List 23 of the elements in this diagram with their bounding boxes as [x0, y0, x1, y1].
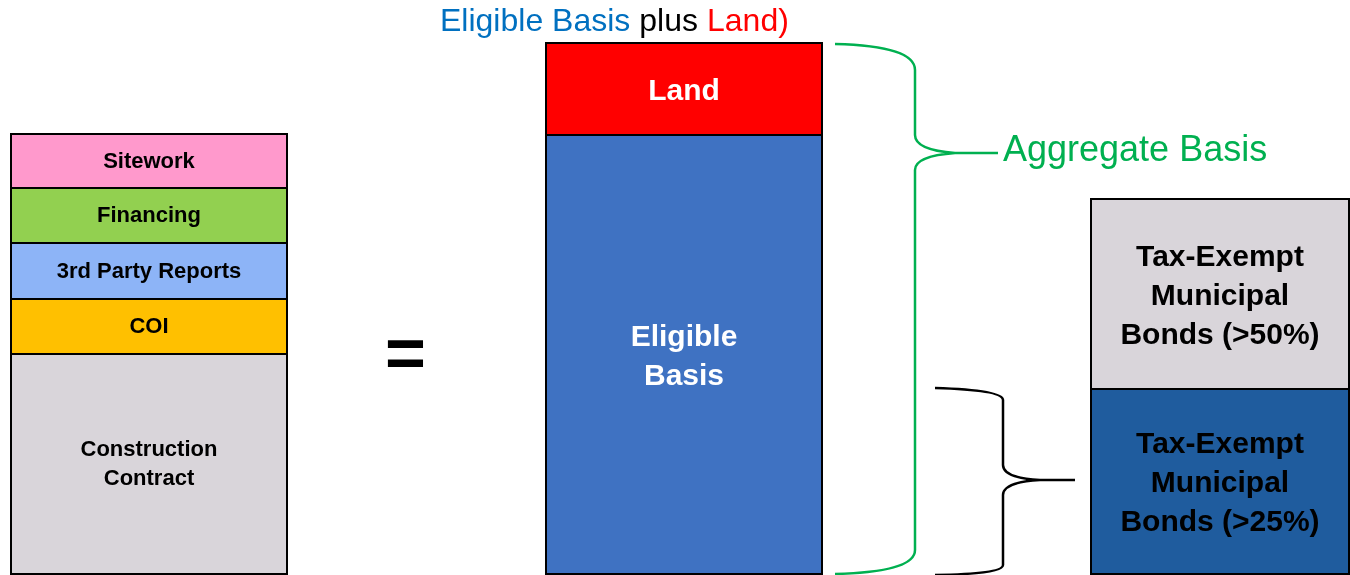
- block-label: Sitework: [103, 146, 195, 175]
- stack-block: [545, 134, 823, 575]
- stack-block: [1090, 198, 1350, 390]
- block-label: Eligible Basis: [629, 317, 739, 393]
- stack-block: [10, 298, 288, 355]
- block-label: 3rd Party Reports: [56, 256, 242, 285]
- heading-text: plus: [639, 2, 698, 39]
- stack-block: [545, 42, 823, 136]
- stack-block: [10, 133, 288, 189]
- equals-sign: =: [385, 318, 426, 388]
- heading-text: Eligible Basis: [440, 2, 631, 39]
- block-label: Tax-Exempt Municipal Bonds (>25%): [1120, 425, 1320, 539]
- stack-block: [1090, 388, 1350, 575]
- block-label: Financing: [97, 201, 201, 230]
- bracket-label: Aggregate Basis: [1003, 128, 1268, 170]
- stack-block: [10, 353, 288, 575]
- block-label: Land: [648, 71, 720, 108]
- heading-text: Land): [707, 2, 789, 39]
- block-label: COI: [129, 312, 169, 341]
- block-label: Tax-Exempt Municipal Bonds (>50%): [1120, 237, 1320, 352]
- block-label: Construction Contract: [79, 435, 219, 492]
- stack-block: [10, 187, 288, 244]
- stack-block: [10, 242, 288, 300]
